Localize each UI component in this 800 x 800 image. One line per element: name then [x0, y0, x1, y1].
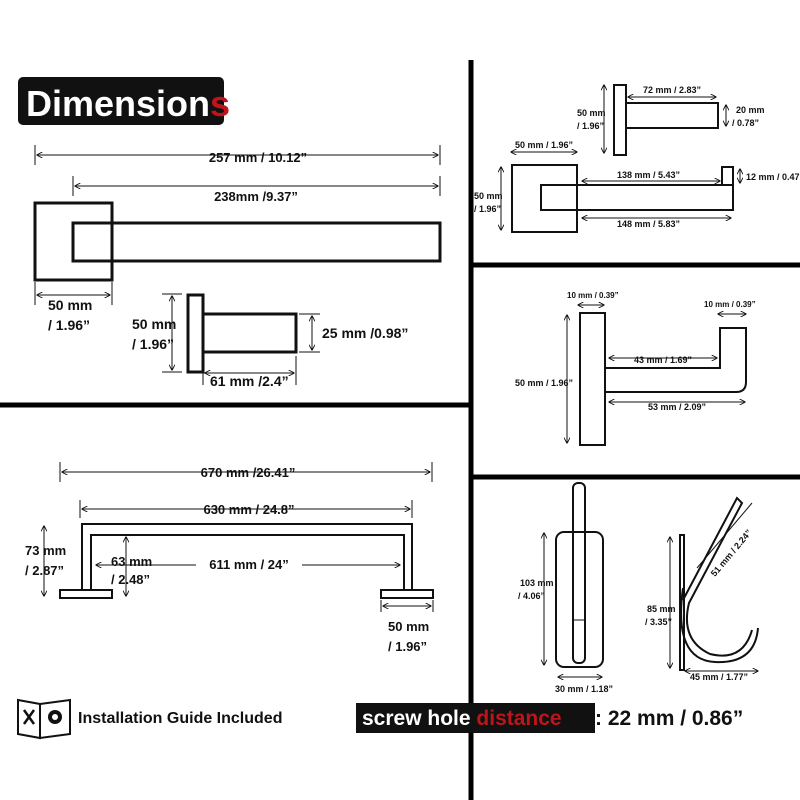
paper-holder-front-base-w: 50 mm / 1.96” [515, 140, 573, 150]
robe-hook-diagram: 103 mm / 4.06” 30 mm / 1.18” 85 mm / 3.3… [518, 482, 759, 694]
robe-hook-plate-h-2: / 4.06” [518, 591, 545, 601]
paper-holder-front-base [511, 164, 578, 233]
grab-bar-inner-label: 611 mm / 24” [209, 557, 289, 572]
screw-distance-label: distance [476, 707, 561, 730]
grab-bar-post-1: 63 mm [111, 554, 152, 569]
hook-arm-plate-width: 10 mm / 0.39” [567, 291, 619, 300]
towel-bar-base-width-2: / 1.96” [48, 317, 90, 333]
grab-bar-diagram: 670 mm /26.41” 630 mm / 24.8” 73 mm / 2.… [25, 462, 434, 654]
paper-holder-side-base-1: 50 mm [577, 108, 606, 118]
paper-holder-inner-arm: 138 mm / 5.43” [617, 170, 680, 180]
hook-arm-outer: 53 mm / 2.09” [648, 402, 706, 412]
paper-holder-front-base-h-2: / 1.96” [474, 204, 501, 214]
install-guide-icon [17, 698, 71, 740]
towel-bar-side-height-1: 50 mm [132, 316, 176, 332]
robe-hook-plate-h-1: 103 mm [520, 578, 554, 588]
towel-bar-arm-label: 238mm /9.37” [214, 189, 298, 204]
robe-hook-curve [682, 496, 753, 657]
grab-bar-base-1: 50 mm [388, 619, 429, 634]
towel-bar-side-height-2: / 1.96” [132, 336, 174, 352]
robe-hook-curve-h-2: / 3.35” [645, 617, 672, 627]
paper-holder-side-base-2: / 1.96” [577, 121, 604, 131]
screw-hole-badge: screw hole distance [356, 703, 595, 733]
title-badge: Dimensions [18, 77, 230, 125]
grab-bar-post-2: / 2.48” [111, 572, 150, 587]
screw-hole-label: screw hole [362, 707, 471, 730]
paper-holder-front-arm [540, 184, 734, 211]
towel-bar-arm [71, 221, 442, 263]
paper-holder-side-bar-2: / 0.78” [732, 118, 759, 128]
grab-bar-height-1: 73 mm [25, 543, 66, 558]
robe-hook-side-plate [679, 534, 685, 671]
install-guide-text: Installation Guide Included [78, 710, 282, 727]
grab-bar-overall-label: 670 mm /26.41” [201, 465, 296, 480]
towel-bar-base-width-1: 50 mm [48, 297, 92, 313]
hook-arm-plate-height: 50 mm / 1.96” [515, 378, 573, 388]
paper-holder-outer-arm: 148 mm / 5.83” [617, 219, 680, 229]
hook-arm-diagram: 10 mm / 0.39” 10 mm / 0.39” 50 mm / 1.96… [515, 291, 756, 446]
paper-holder-front-base-h-1: 50 mm [474, 191, 503, 201]
robe-hook-depth: 45 mm / 1.77” [690, 672, 748, 682]
robe-hook-plate [555, 531, 604, 668]
towel-bar-side-plate [186, 293, 205, 374]
grab-bar-height-2: / 2.87” [25, 563, 64, 578]
hook-arm-tip-width: 10 mm / 0.39” [704, 300, 756, 309]
paper-holder-front-tip [721, 166, 734, 186]
grab-bar-base-right [380, 589, 434, 599]
towel-bar-diagram: 257 mm / 10.12” 238mm /9.37” 50 mm / 1.9… [33, 145, 442, 389]
paper-holder-diagram: 50 mm / 1.96” 72 mm / 2.83” 20 mm / 0.78… [474, 84, 800, 233]
grab-bar-top-label: 630 mm / 24.8” [203, 502, 294, 517]
paper-holder-side-plate [613, 84, 627, 156]
towel-bar-side-bar [201, 312, 298, 354]
robe-hook-rod [572, 482, 586, 664]
towel-bar-side-depth-label: 61 mm /2.4” [210, 373, 289, 389]
paper-holder-side-bar-1: 20 mm [736, 105, 765, 115]
robe-hook-plate-w: 30 mm / 1.18” [555, 684, 613, 694]
title-accent: s [210, 83, 230, 124]
towel-bar-base [33, 201, 114, 282]
svg-text:screw hole distance: screw hole distance [362, 707, 562, 730]
hook-arm-inner: 43 mm / 1.69” [634, 355, 692, 365]
hook-arm-body [605, 327, 747, 393]
towel-bar-overall-label: 257 mm / 10.12” [209, 150, 307, 165]
page-title: Dimensions [26, 83, 230, 124]
paper-holder-tip: 12 mm / 0.47” [746, 172, 800, 182]
paper-holder-side-depth: 72 mm / 2.83” [643, 85, 701, 95]
robe-hook-curve-h-1: 85 mm [647, 604, 676, 614]
hook-arm-plate [579, 312, 606, 446]
screw-hole-value: : 22 mm / 0.86” [595, 707, 743, 730]
panel-dividers [0, 60, 800, 800]
paper-holder-side-bar [625, 102, 719, 129]
grab-bar-base-2: / 1.96” [388, 639, 427, 654]
grab-bar-base-left [59, 589, 113, 599]
towel-bar-side-bar-label: 25 mm /0.98” [322, 325, 408, 341]
